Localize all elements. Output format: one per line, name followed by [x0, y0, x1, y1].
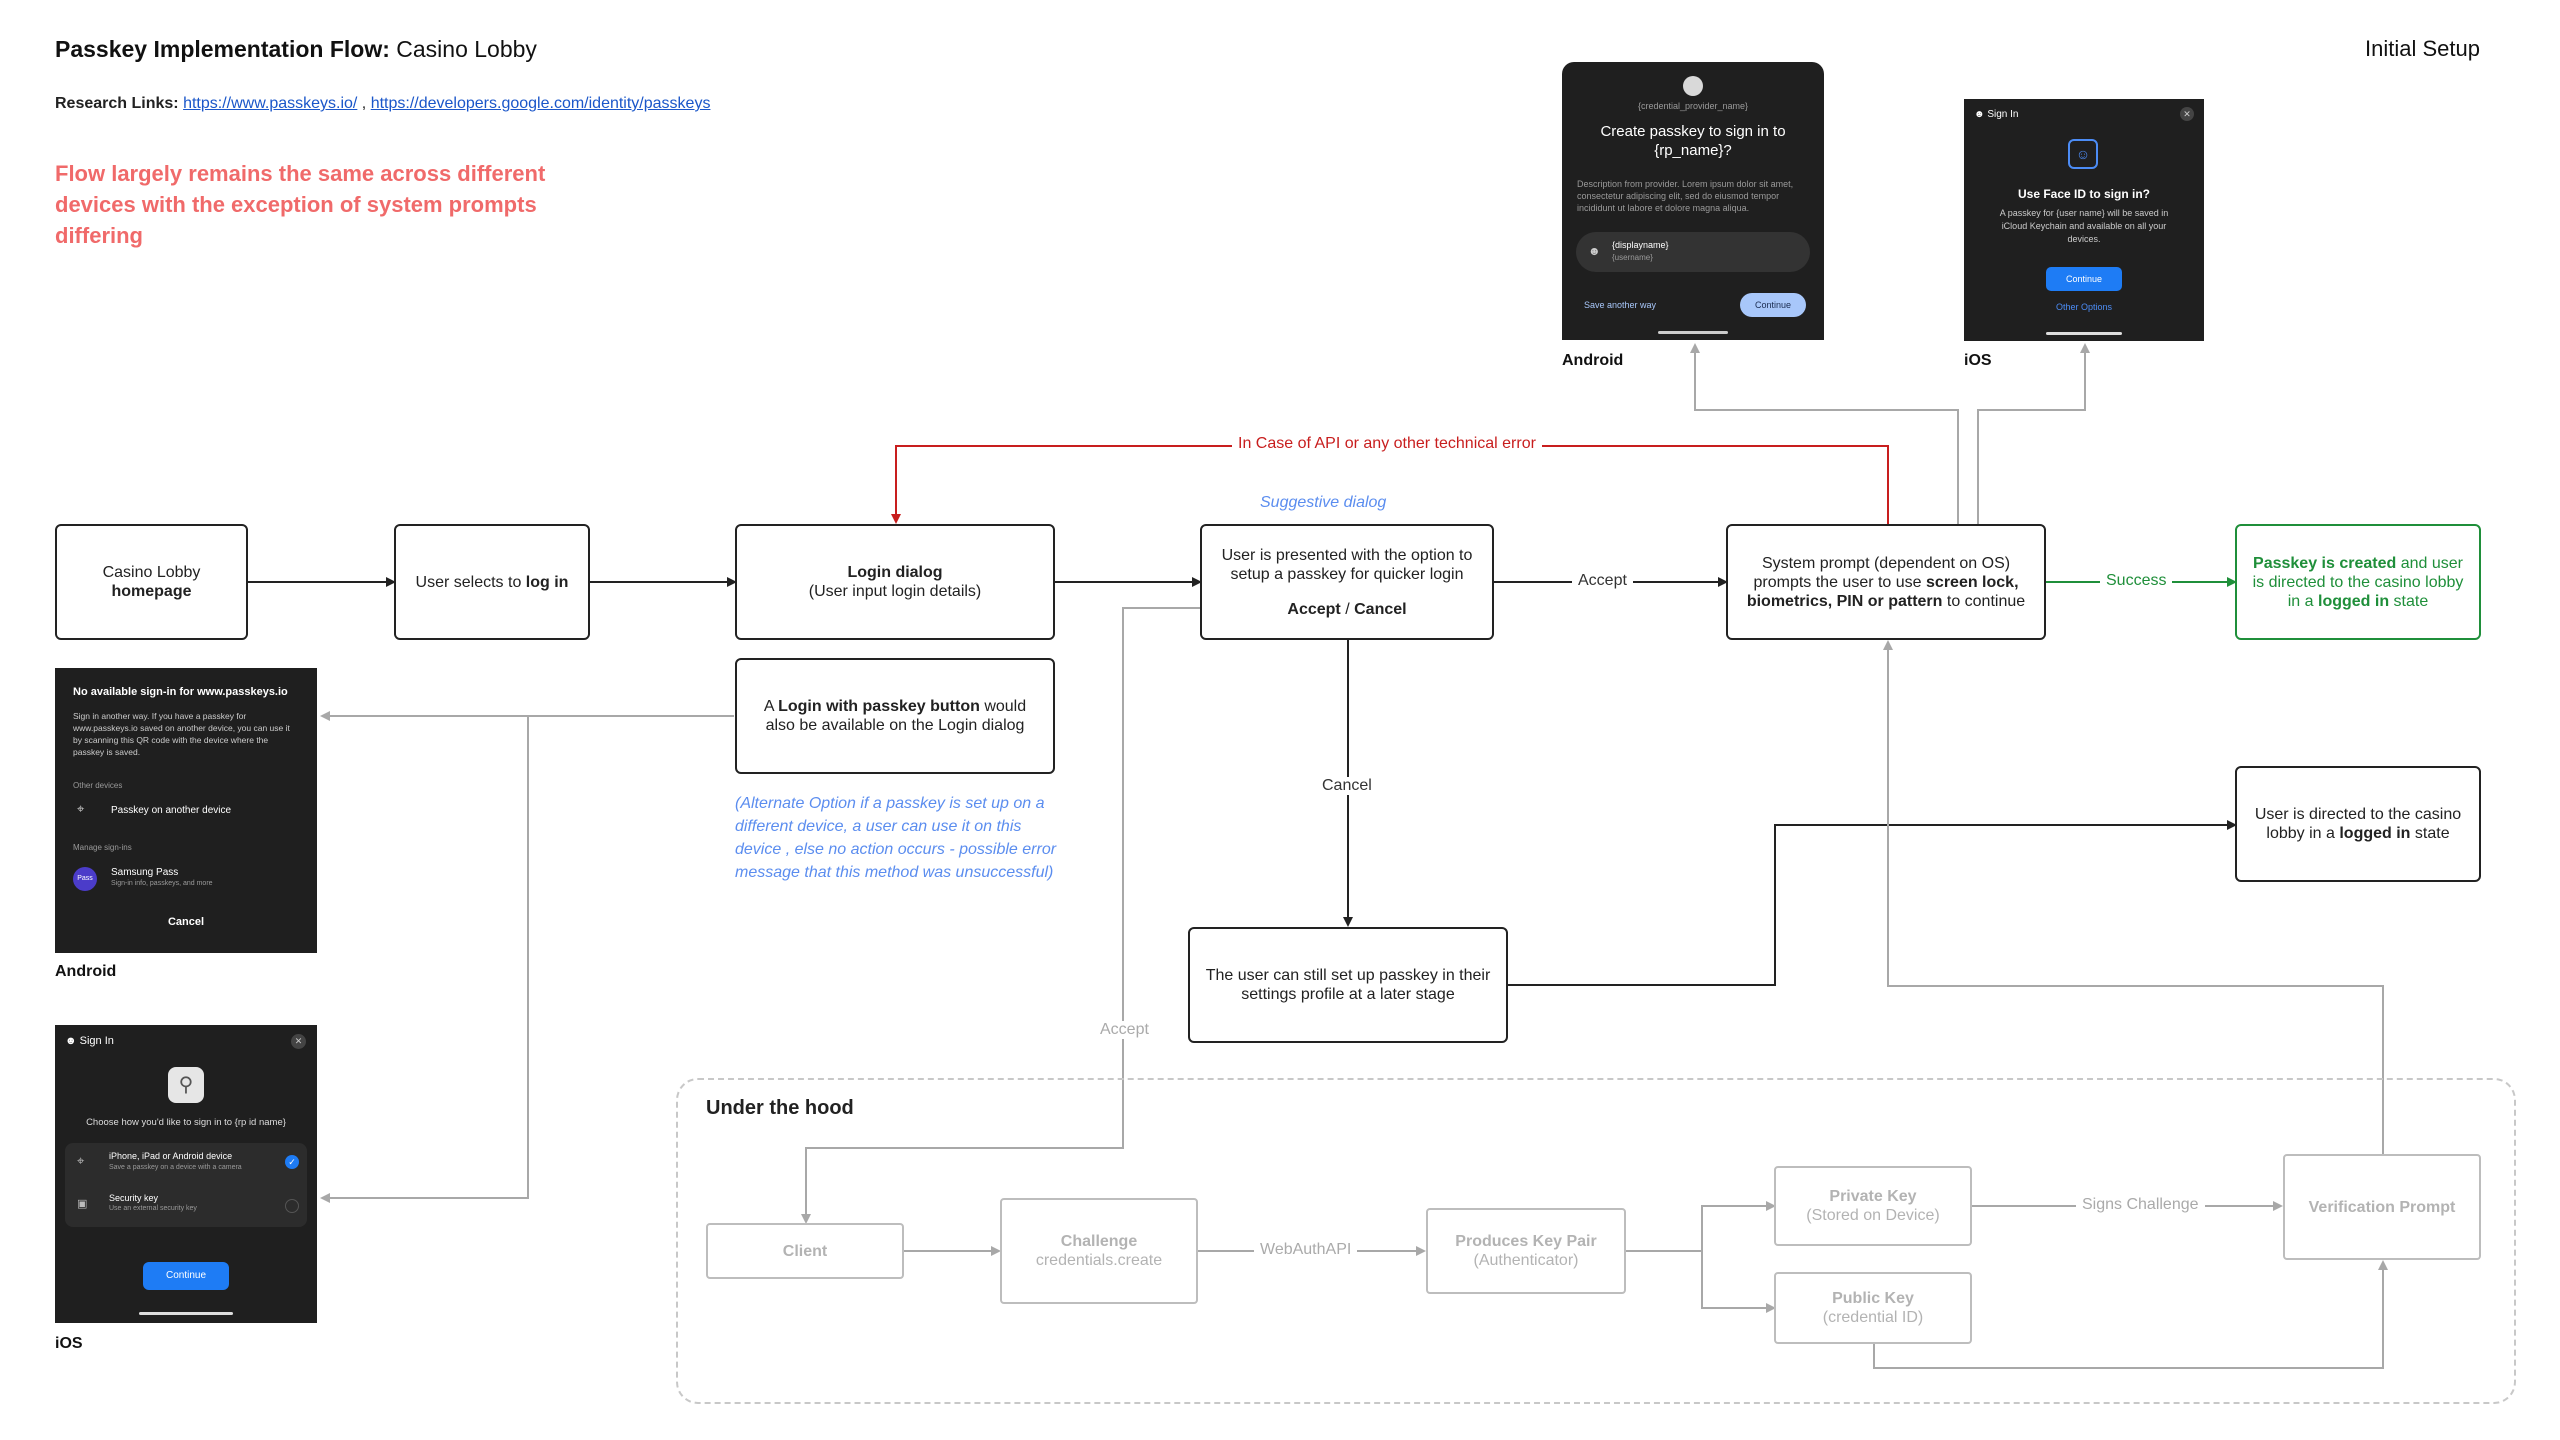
android-cancel-button[interactable]: Cancel: [167, 916, 205, 928]
display-name: {displayname}: [1612, 240, 1669, 250]
face-id-description: A passkey for {user name} will be saved …: [1999, 208, 2169, 244]
close-icon[interactable]: ✕: [291, 1034, 306, 1049]
edge-to-android-create: [1690, 343, 1959, 524]
links-label: Research Links:: [55, 95, 179, 112]
node-passkey-button[interactable]: A Login with passkey button would also b…: [735, 658, 1055, 774]
account-row[interactable]: ☻ {displayname} {username}: [1576, 232, 1810, 272]
ios-signin-header: ☻ Sign In: [65, 1035, 114, 1047]
label-accept-grey: Accept: [1094, 1021, 1155, 1039]
android-create-passkey-mockup: {credential_provider_name} Create passke…: [1562, 62, 1824, 340]
android-signin-label: Android: [55, 963, 117, 980]
link-google-passkeys[interactable]: https://developers.google.com/identity/p…: [370, 95, 711, 112]
samsung-pass-sub: Sign-in info, passkeys, and more: [111, 880, 213, 887]
ios-continue-button[interactable]: Continue: [2046, 267, 2122, 291]
edge-accept-to-client: [801, 607, 1200, 1224]
face-id-title: Use Face ID to sign in?: [2017, 187, 2151, 201]
node-private-key[interactable]: Private Key(Stored on Device): [1774, 1166, 1972, 1246]
status-label: Initial Setup: [2365, 36, 2480, 61]
edge-error: [891, 445, 1889, 524]
edge-to-ios-signin: [320, 715, 734, 1203]
option-device-sub: Save a passkey on a device with a camera: [109, 1164, 242, 1171]
edge-verify-to-system: [1883, 640, 2384, 1154]
android-continue-button[interactable]: Continue: [1740, 293, 1806, 317]
no-signin-title: No available sign-in for www.passkeys.io: [73, 686, 288, 698]
home-indicator: [139, 1312, 233, 1315]
label-webauth: WebAuthAPI: [1254, 1241, 1358, 1259]
security-key-icon: ▣: [77, 1198, 88, 1210]
label-error: In Case of API or any other technical er…: [1232, 435, 1542, 453]
ios-signin-mockup: ☻ Sign In ✕ ⚲ Choose how you'd like to s…: [55, 1025, 317, 1323]
android-create-label: Android: [1562, 352, 1624, 369]
ios-create-passkey-mockup: ☻ Sign In ✕ ☺ Use Face ID to sign in? A …: [1964, 99, 2204, 341]
username: {username}: [1612, 253, 1653, 262]
passkey-another-device[interactable]: Passkey on another device: [111, 805, 232, 816]
alternate-option-note: (Alternate Option if a passkey is set up…: [735, 795, 1057, 881]
gesture-bar: [1658, 331, 1728, 334]
ios-signin-label: iOS: [55, 1335, 83, 1352]
ios-signin-continue-button[interactable]: Continue: [143, 1262, 229, 1290]
key-icon: ⚲: [168, 1067, 204, 1103]
face-id-icon: ☺: [2068, 139, 2098, 169]
label-accept: Accept: [1572, 572, 1633, 590]
node-verification-prompt[interactable]: Verification Prompt: [2283, 1154, 2481, 1260]
label-cancel: Cancel: [1316, 777, 1378, 795]
provider-avatar: [1683, 76, 1703, 96]
edge-keypair-to-public: [1701, 1251, 1776, 1313]
node-user-directed[interactable]: User is directed to the casino lobby in …: [2235, 766, 2481, 882]
node-system-prompt[interactable]: System prompt (dependent on OS) prompts …: [1726, 524, 2046, 640]
hood-title: Under the hood: [706, 1097, 854, 1119]
node-client[interactable]: Client: [706, 1223, 904, 1279]
edge-later-to-directed: [1508, 820, 2237, 986]
flow-note: Flow largely remains the same across dif…: [55, 161, 546, 248]
node-public-key[interactable]: Public Key(credential ID): [1774, 1272, 1972, 1344]
ios-sign-in-header: ☻ Sign In: [1974, 109, 2019, 120]
node-passkey-created[interactable]: Passkey is created and user is directed …: [2235, 524, 2481, 640]
edge-keypair-to-private: [1626, 1201, 1776, 1252]
qr-icon: ⌖: [77, 801, 85, 816]
option-security-key-sub: Use an external security key: [109, 1205, 197, 1212]
node-select-login[interactable]: User selects to log in: [394, 524, 590, 640]
manage-signins-label: Manage sign-ins: [73, 843, 132, 852]
home-indicator: [2046, 332, 2122, 335]
option-security-key[interactable]: Security key: [109, 1193, 159, 1203]
choose-sign-in: Choose how you'd like to sign in to {rp …: [86, 1117, 286, 1128]
under-the-hood-frame: [676, 1078, 2516, 1404]
save-another-way-link[interactable]: Save another way: [1584, 300, 1657, 310]
person-icon: ☻: [1588, 244, 1601, 258]
page-title: Passkey Implementation Flow: Casino Lobb…: [55, 36, 537, 62]
edge-to-ios-create: [1977, 343, 2090, 524]
close-icon[interactable]: ✕: [2180, 107, 2194, 121]
no-signin-description: Sign in another way. If you have a passk…: [73, 711, 290, 757]
label-signs-challenge: Signs Challenge: [2076, 1196, 2205, 1214]
samsung-pass[interactable]: Samsung Pass: [111, 867, 179, 878]
link-passkeys-io[interactable]: https://www.passkeys.io/: [183, 95, 358, 112]
ios-create-label: iOS: [1964, 352, 1992, 369]
node-login-dialog[interactable]: Login dialog(User input login details): [735, 524, 1055, 640]
research-links: Research Links: https://www.passkeys.io/…: [55, 95, 711, 112]
sign-in-options: ⌖ iPhone, iPad or Android device Save a …: [65, 1143, 307, 1227]
label-success: Success: [2100, 572, 2173, 590]
provider-description: Description from provider. Lorem ipsum d…: [1577, 179, 1794, 213]
other-options-link[interactable]: Other Options: [2055, 302, 2113, 312]
samsung-pass-icon: Pass: [73, 867, 97, 891]
node-passkey-option[interactable]: User is presented with the option to set…: [1200, 524, 1494, 640]
node-key-pair[interactable]: Produces Key Pair(Authenticator): [1426, 1208, 1626, 1294]
provider-name: {credential_provider_name}: [1637, 101, 1749, 111]
label-suggestive: Suggestive dialog: [1260, 494, 1387, 511]
option-device[interactable]: iPhone, iPad or Android device: [109, 1151, 233, 1161]
check-icon: ✓: [285, 1155, 299, 1169]
node-set-up-later[interactable]: The user can still set up passkey in the…: [1188, 927, 1508, 1043]
create-passkey-title: Create passkey to sign in to {rp_name}?: [1600, 123, 1786, 159]
radio-unselected-icon[interactable]: [285, 1199, 299, 1213]
edge-public-to-verify: [1873, 1260, 2388, 1369]
other-devices-label: Other devices: [73, 781, 123, 790]
android-signin-mockup: No available sign-in for www.passkeys.io…: [55, 668, 317, 953]
qr-icon: ⌖: [77, 1153, 85, 1168]
